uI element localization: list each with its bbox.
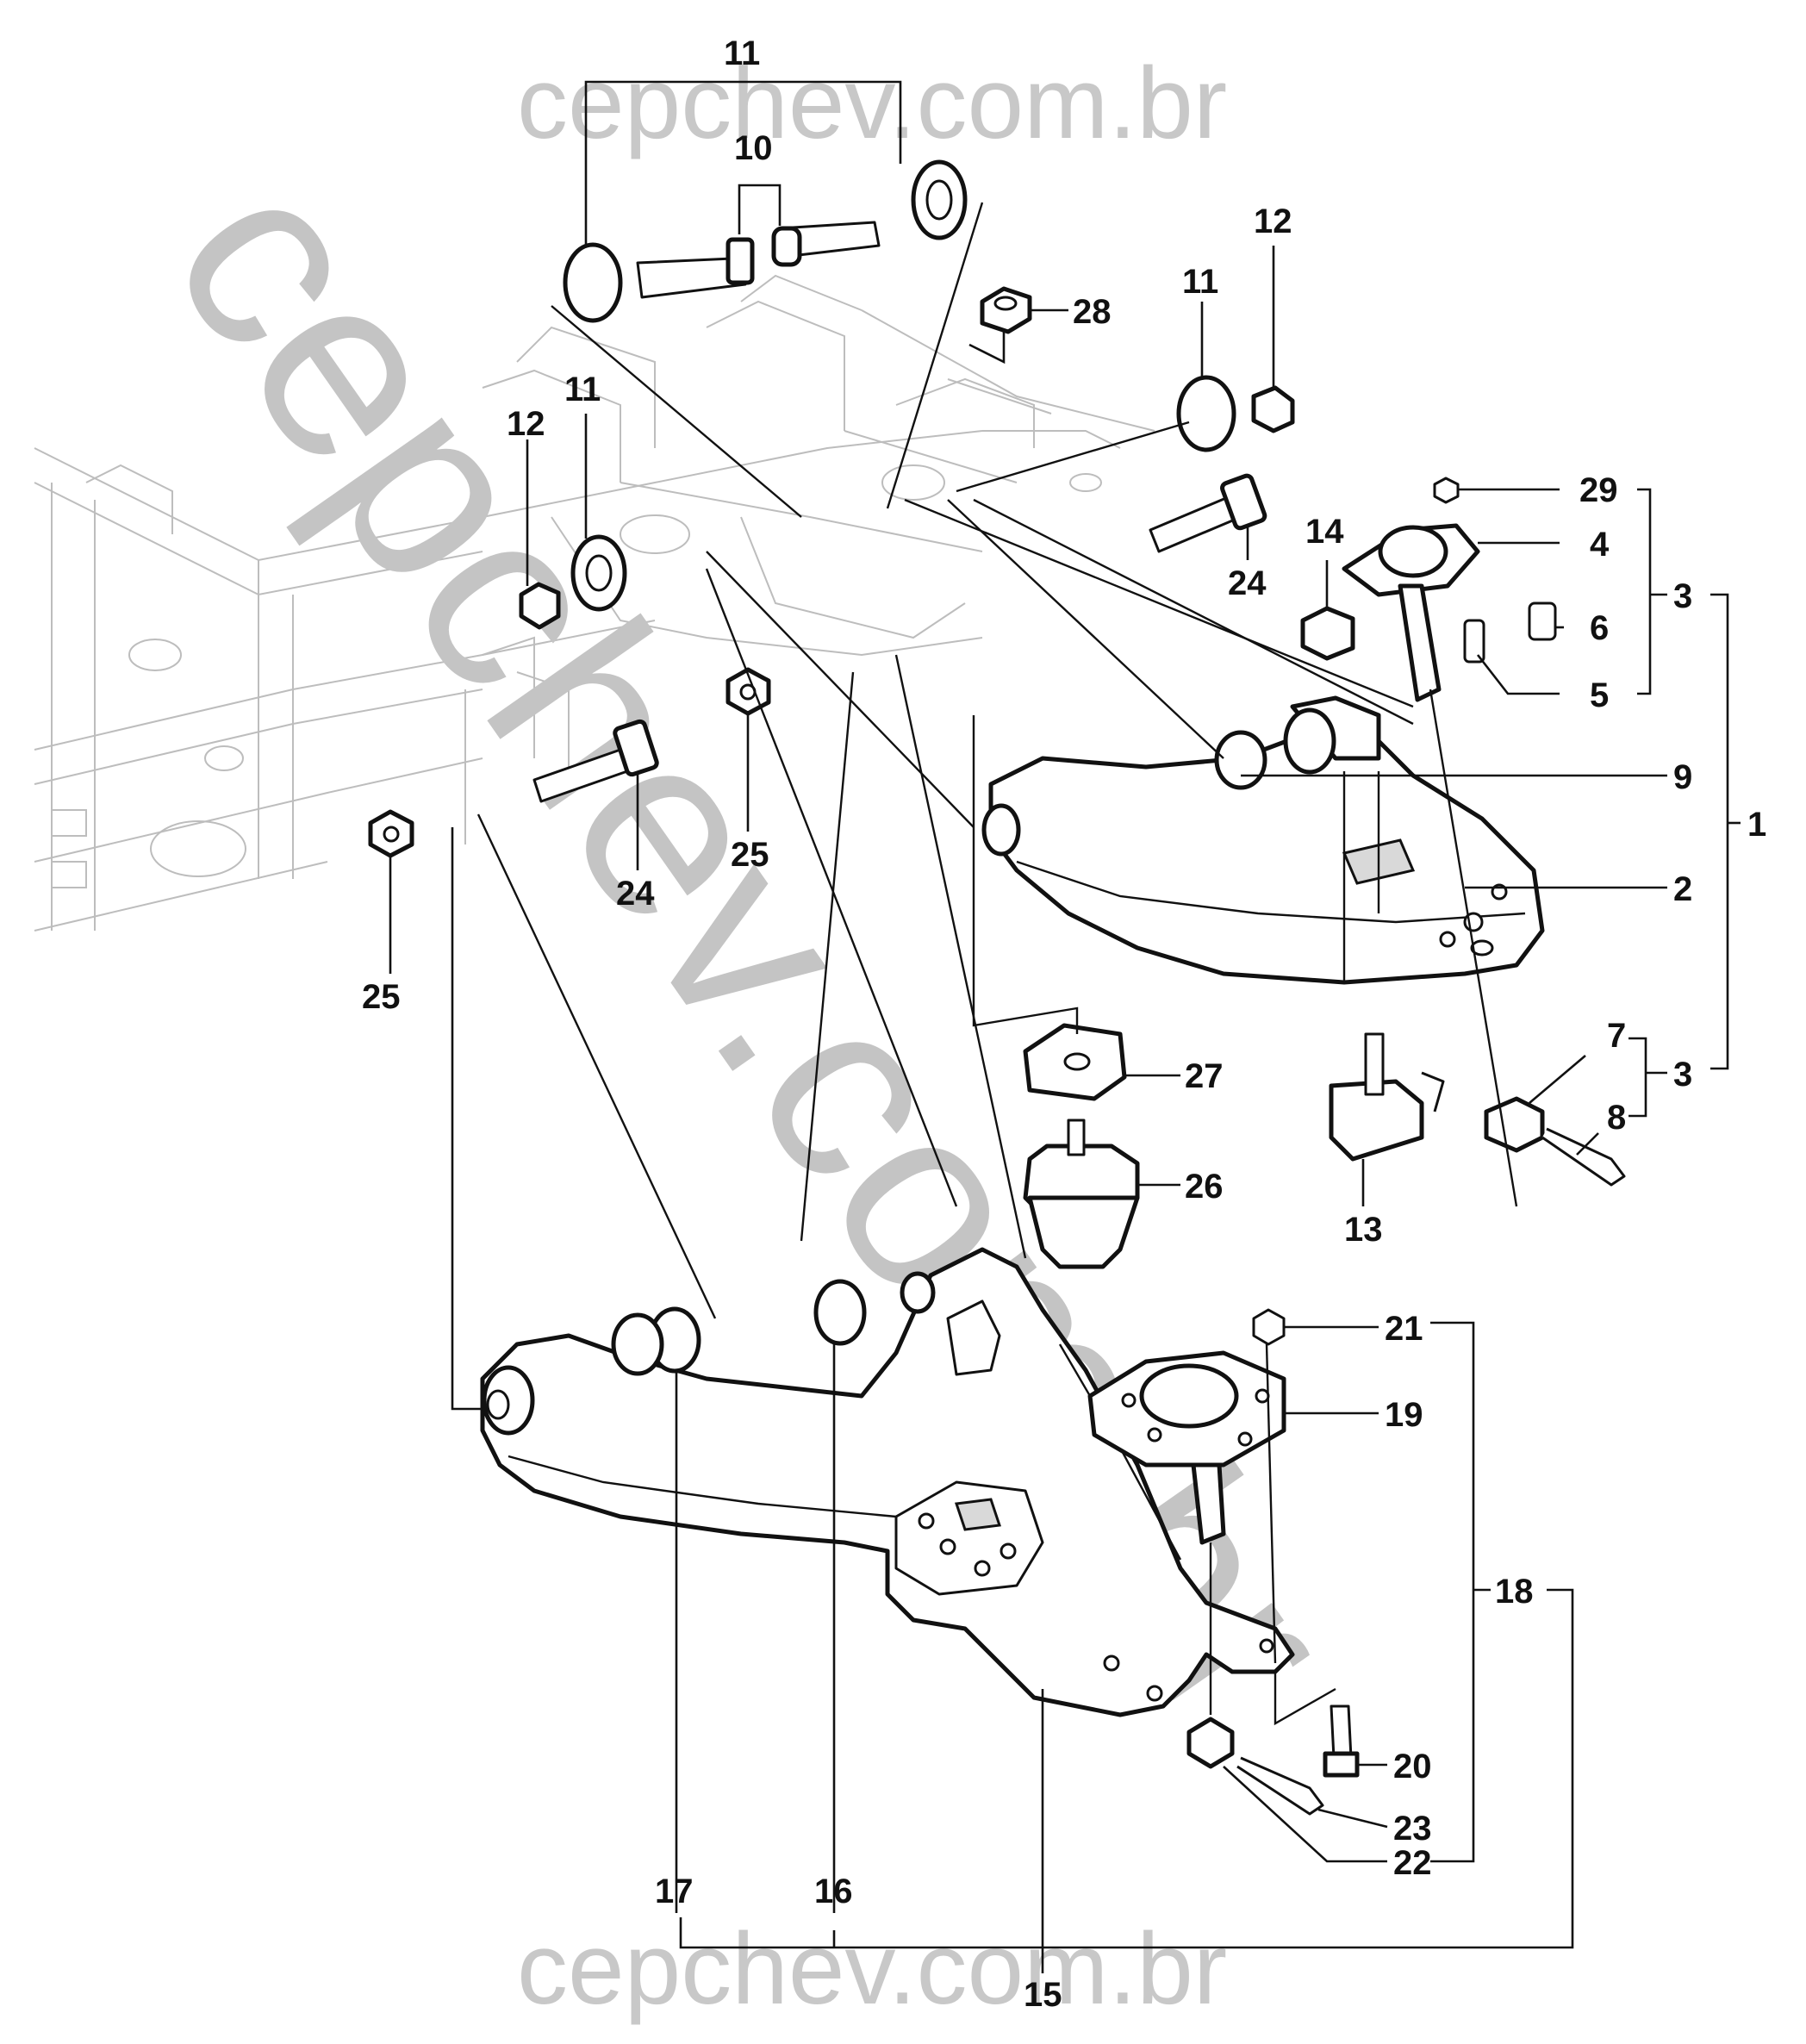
callout-3-upper: 3 [1673, 577, 1692, 615]
chassis-frame-ghost [34, 274, 1155, 932]
nut-14 [1300, 606, 1355, 661]
callout-8: 8 [1607, 1099, 1626, 1137]
callout-7: 7 [1607, 1017, 1626, 1055]
callout-28: 28 [1073, 293, 1112, 331]
callout-21: 21 [1385, 1310, 1423, 1348]
callout-25-left: 25 [362, 978, 401, 1016]
bumper-bracket-13 [1329, 1032, 1445, 1162]
upper-control-arm [981, 695, 1545, 985]
bump-pad-27 [1023, 1023, 1127, 1101]
callout-19: 19 [1385, 1396, 1423, 1434]
callout-18: 18 [1495, 1573, 1534, 1611]
callout-17: 17 [655, 1873, 694, 1910]
callout-24-upper: 24 [1228, 564, 1267, 602]
callout-1: 1 [1747, 806, 1766, 844]
watermark-bottom: cepchev.com.br [517, 1912, 1227, 2026]
bumper-26 [1023, 1119, 1140, 1269]
callout-3-lower: 3 [1673, 1056, 1692, 1094]
castle-nut-7 [1484, 1096, 1545, 1153]
callout-11-top: 11 [724, 34, 760, 72]
callout-22: 22 [1393, 1844, 1432, 1882]
cotter-pin-8 [1541, 1127, 1626, 1187]
callout-16: 16 [814, 1873, 853, 1910]
callout-29: 29 [1579, 471, 1618, 509]
lower-ball-joint-group [1087, 1308, 1360, 1816]
nut-25-left [368, 809, 414, 858]
upper-ball-joint-group [1342, 477, 1557, 702]
callout-labels: 11 10 28 12 11 12 11 24 24 25 25 14 29 4… [362, 34, 1766, 2014]
callout-10: 10 [734, 129, 773, 167]
upper-pivot-shaft-group [563, 159, 968, 323]
washer-and-nut-right [1176, 375, 1295, 452]
callout-11-right: 11 [1182, 263, 1218, 301]
bolt-24-lower [532, 719, 659, 803]
callout-12-left: 12 [507, 405, 545, 443]
callout-13: 13 [1344, 1211, 1383, 1249]
callout-26: 26 [1185, 1168, 1224, 1206]
callout-12-right: 12 [1254, 203, 1292, 240]
callout-14: 14 [1305, 513, 1344, 551]
callout-25-middle: 25 [731, 836, 769, 874]
bolt-24-upper [1149, 473, 1267, 553]
callout-24-lower: 24 [616, 875, 655, 913]
callout-2: 2 [1673, 870, 1692, 908]
callout-23: 23 [1393, 1810, 1432, 1848]
callout-20: 20 [1393, 1748, 1432, 1785]
washer-and-nut-left [519, 534, 627, 630]
callout-15: 15 [1024, 1976, 1062, 2014]
callout-11-left: 11 [564, 371, 601, 408]
callout-9: 9 [1673, 758, 1692, 796]
callout-27: 27 [1185, 1057, 1224, 1095]
lower-control-arm [480, 1247, 1295, 1717]
callout-4: 4 [1590, 526, 1610, 564]
nut-28 [980, 286, 1032, 334]
callout-5: 5 [1590, 676, 1609, 714]
callout-6: 6 [1590, 609, 1609, 647]
watermark-top: cepchev.com.br [517, 47, 1227, 160]
leader-lines [389, 80, 1741, 1973]
